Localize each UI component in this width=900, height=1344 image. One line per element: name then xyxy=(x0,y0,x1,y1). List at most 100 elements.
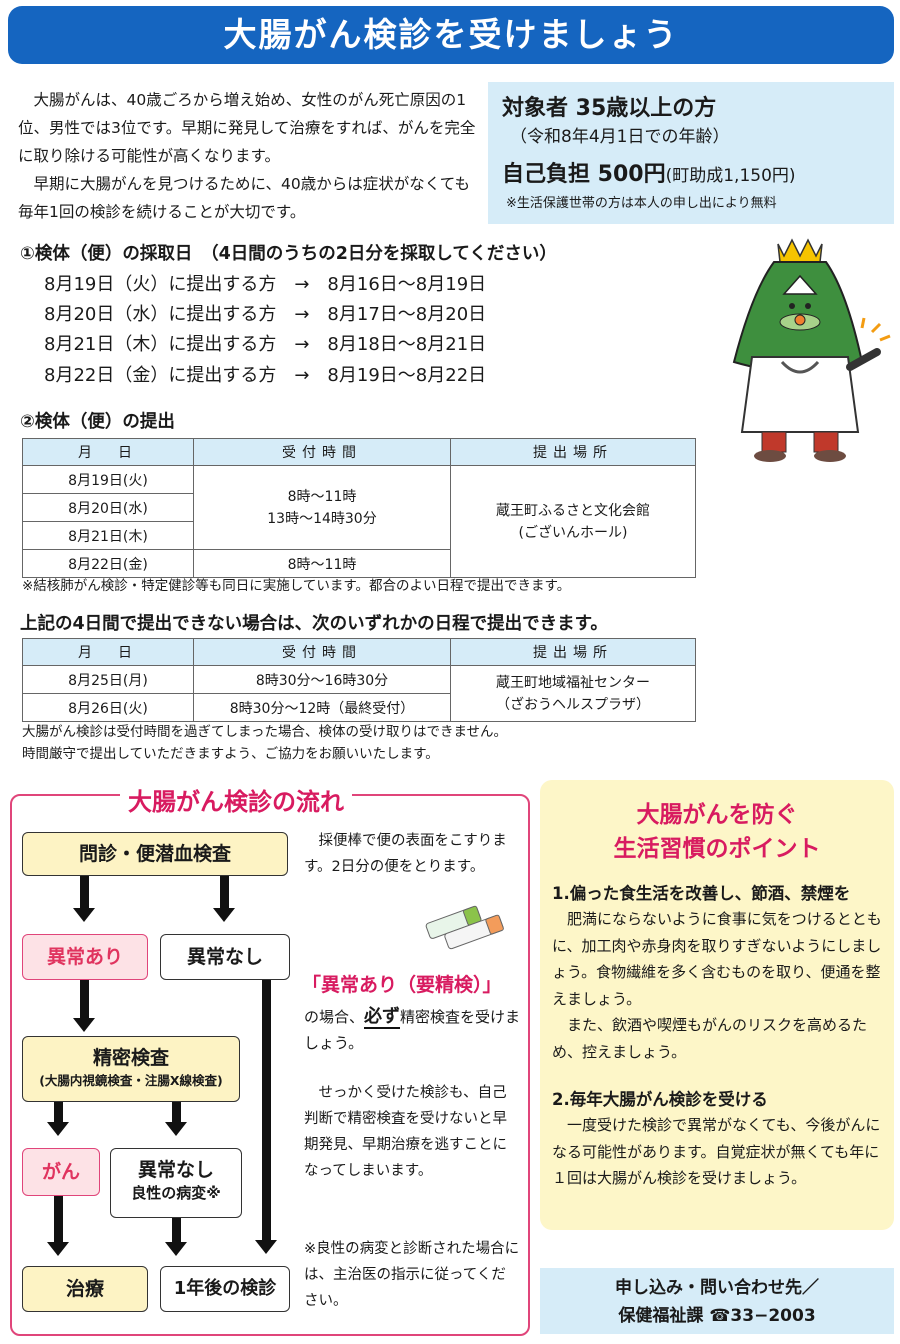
date-cell: 8月19日(火) xyxy=(22,465,194,494)
tips-title: 大腸がんを防ぐ 生活習慣のポイント xyxy=(540,798,894,866)
place-name: 蔵王町ふるさと文化会館 xyxy=(496,502,650,519)
detailed-exam-label: 精密検査 xyxy=(92,1047,169,1069)
target-age: 対象者 35歳以上の方 xyxy=(502,96,717,121)
flow-title: 大腸がん検診の流れ xyxy=(120,782,352,817)
time-cell: 8時30分〜16時30分 xyxy=(193,665,451,694)
intro-paragraph-1: 大腸がんは、40歳ごろから増え始め、女性のがん死亡原因の1位、男性では3位です。… xyxy=(18,91,476,165)
alternative-note-2: 時間厳守で提出していただきますよう、ご協力をお願いいたします。 xyxy=(22,746,439,762)
must-emphasis: 必ず xyxy=(364,1006,401,1029)
flow-text-sample: 採便棒で便の表面をこすります。2日分の便をとります。 xyxy=(304,833,507,875)
table-row: 8月25日(月) 8時30分〜16時30分 蔵王町地域福祉センター （ざおうヘルス… xyxy=(22,665,696,722)
col-time: 受付時間 xyxy=(193,638,451,666)
target-info-box: 対象者 35歳以上の方 （令和8年4月1日での年齢） 自己負担 500円(町助成… xyxy=(488,82,894,224)
result-cancer: がん xyxy=(22,1148,100,1196)
must-prefix: の場合、 xyxy=(304,1008,365,1026)
arrow-head xyxy=(255,1240,277,1254)
tip-heading-1: 1.偏った食生活を改善し、節酒、禁煙を xyxy=(552,884,851,903)
flow-text-benign-note: ※良性の病変と診断された場合には、主治医の指示に従ってください。 xyxy=(304,1241,520,1309)
arrow-shaft xyxy=(80,980,89,1020)
arrow-head xyxy=(165,1122,187,1136)
place-cell: 蔵王町地域福祉センター （ざおうヘルスプラザ） xyxy=(450,665,696,722)
flow-highlight: 「異常あり（要精検）」 xyxy=(302,974,502,996)
col-date: 月 日 xyxy=(22,638,194,666)
intro-text: 大腸がんは、40歳ごろから増え始め、女性のがん死亡原因の1位、男性では3位です。… xyxy=(18,86,476,226)
fee-subsidy: (町助成1,150円) xyxy=(665,166,796,186)
arrow-head xyxy=(73,908,95,922)
tip-heading-2: 2.毎年大腸がん検診を受ける xyxy=(552,1090,768,1109)
intro-paragraph-2: 早期に大腸がんを見つけるために、40歳からは症状がなくても毎年1回の検診を続ける… xyxy=(18,175,471,221)
date-cell: 8月20日(水) xyxy=(22,493,194,522)
arrow-shaft xyxy=(262,980,271,1242)
table-row: 8月22日(金) 8時〜11時 xyxy=(22,549,696,578)
result-abnormal: 異常あり xyxy=(22,934,148,980)
col-time: 受付時間 xyxy=(193,438,451,466)
submission-heading: ②検体（便）の提出 xyxy=(20,412,175,432)
mascot-doctor-icon xyxy=(732,238,891,462)
date-cell: 8月22日(金) xyxy=(22,549,194,578)
place-name: 蔵王町地域福祉センター xyxy=(496,674,650,691)
benign-normal: 異常なし xyxy=(137,1159,214,1181)
contact-box: 申し込み・問い合わせ先／ 保健福祉課 ☎33−2003 xyxy=(540,1268,894,1334)
contact-phone: 保健福祉課 ☎33−2003 xyxy=(618,1306,816,1326)
prevention-tips-box: 大腸がんを防ぐ 生活習慣のポイント 1.偏った食生活を改善し、節酒、禁煙を 肥満… xyxy=(540,780,894,1230)
arrow-shaft xyxy=(54,1196,63,1244)
arrow-shaft xyxy=(80,876,89,910)
table-row: 8月26日(火) 8時30分〜12時（最終受付） xyxy=(22,693,696,722)
time-cell: 8時〜11時 xyxy=(193,549,451,578)
contact-label: 申し込み・問い合わせ先／ xyxy=(615,1278,819,1298)
arrow-head xyxy=(47,1242,69,1256)
collection-row: 8月19日（火）に提出する方 → 8月16日〜8月19日 xyxy=(44,274,487,295)
stool-sample-kit-icon xyxy=(425,905,504,950)
must-suffix: 精密検査を受けましょう。 xyxy=(304,1008,521,1052)
table-row: 8月20日(水) xyxy=(22,493,696,522)
step-treatment: 治療 xyxy=(22,1266,148,1312)
table-row: 8月19日(火) 8時〜11時 13時〜14時30分 蔵王町ふるさと文化会館 (ござ… xyxy=(22,465,696,578)
tips-title-line2: 生活習慣のポイント xyxy=(613,836,821,862)
time-morning: 8時〜11時 xyxy=(287,488,357,505)
date-cell: 8月25日(月) xyxy=(22,665,194,694)
collection-heading: ①検体（便）の採取日 （4日間のうちの2日分を採取してください） xyxy=(20,244,557,264)
time-cell: 8時〜11時 13時〜14時30分 xyxy=(193,465,451,550)
place-cell: 蔵王町ふるさと文化会館 (ございんホール) xyxy=(450,465,696,578)
tip-body-1b: また、飲酒や喫煙もがんのリスクを高めるため、控えましょう。 xyxy=(552,1016,868,1061)
benign-lesion: 良性の病変※ xyxy=(131,1184,221,1202)
result-normal: 異常なし xyxy=(160,934,290,980)
fee-amount: 自己負担 500円 xyxy=(502,162,666,187)
welfare-note: ※生活保護世帯の方は本人の申し出により無料 xyxy=(506,196,777,211)
arrow-head xyxy=(165,1242,187,1256)
step-detailed-exam: 精密検査 (大腸内視鏡検査・注腸X線検査) xyxy=(22,1036,240,1102)
alternative-table: 月 日 受付時間 提出場所 8月25日(月) 8時30分〜16時30分 蔵王町地… xyxy=(22,638,696,722)
arrow-head xyxy=(73,1018,95,1032)
collection-row: 8月22日（金）に提出する方 → 8月19日〜8月22日 xyxy=(44,365,487,386)
arrow-head xyxy=(213,908,235,922)
table-header-row: 月 日 受付時間 提出場所 xyxy=(22,638,696,666)
target-age-note: （令和8年4月1日での年齢） xyxy=(510,127,730,147)
arrow-shaft xyxy=(54,1102,63,1124)
arrow-shaft xyxy=(172,1102,181,1124)
table-row: 8月21日(木) xyxy=(22,521,696,550)
tip-body-2: 一度受けた検診で異常がなくても、今後がんになる可能性があります。自覚症状が無くて… xyxy=(552,1112,882,1192)
collection-row: 8月20日（水）に提出する方 → 8月17日〜8月20日 xyxy=(44,304,487,325)
time-cell: 8時30分〜12時（最終受付） xyxy=(193,693,451,722)
flow-text-must: の場合、必ず精密検査を受けましょう。 xyxy=(304,1004,522,1056)
tip-body-1a: 肥満にならないように食事に気をつけるとともに、加工肉や赤身肉を取りすぎないように… xyxy=(552,910,882,1008)
fee: 自己負担 500円(町助成1,150円) xyxy=(502,156,796,188)
col-place: 提出場所 xyxy=(450,638,696,666)
col-date: 月 日 xyxy=(22,438,194,466)
place-nickname: (ございんホール) xyxy=(518,524,628,541)
collection-row: 8月21日（木）に提出する方 → 8月18日〜8月21日 xyxy=(44,334,487,355)
result-benign: 異常なし 良性の病変※ xyxy=(110,1148,242,1218)
time-afternoon: 13時〜14時30分 xyxy=(267,510,377,527)
arrow-shaft xyxy=(220,876,229,910)
step-screening: 問診・便潜血検査 xyxy=(22,832,288,876)
page-title: 大腸がん検診を受けましょう xyxy=(8,6,894,64)
tips-title-line1: 大腸がんを防ぐ xyxy=(636,802,798,828)
flow-text-warning: せっかく受けた検診も、自己判断で精密検査を受けないと早期発見、早期治療を逃すこと… xyxy=(304,1085,507,1179)
detailed-exam-methods: (大腸内視鏡検査・注腸X線検査) xyxy=(39,1073,223,1088)
place-nickname: （ざおうヘルスプラザ） xyxy=(496,696,650,713)
submission-note: ※結核肺がん検診・特定健診等も同日に実施しています。都合のよい日程で提出できます… xyxy=(22,578,571,594)
step-next-year: 1年後の検診 xyxy=(160,1266,290,1312)
tip-body-2-text: 一度受けた検診で異常がなくても、今後がんになる可能性があります。自覚症状が無くて… xyxy=(552,1116,881,1187)
arrow-shaft xyxy=(172,1218,181,1244)
